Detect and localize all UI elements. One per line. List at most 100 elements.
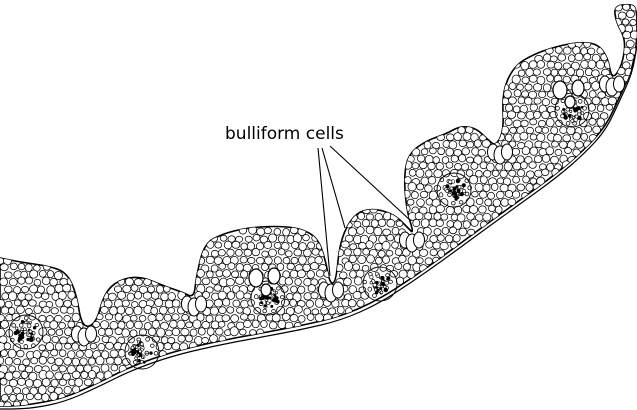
mesophyll-cell [412,148,420,156]
mesophyll-cell [508,97,516,104]
mesophyll-cell [371,220,378,228]
mesophyll-cell [88,358,95,365]
mesophyll-cell [206,256,214,263]
mesophyll-cell [530,178,537,184]
mesophyll-cell [573,149,581,156]
mesophyll-cell [520,162,527,169]
mesophyll-cell [144,278,152,285]
mesophyll-cell [219,307,226,314]
mesophyll-cell [244,249,252,256]
mesophyll-cell [235,249,242,256]
mesophyll-cell [42,393,50,401]
vascular-cell [268,299,272,303]
mesophyll-cell [354,248,361,256]
mesophyll-cell [291,257,298,264]
mesophyll-cell [21,371,28,378]
mesophyll-cell [512,191,519,198]
mesophyll-cell [626,53,634,60]
mesophyll-cell [573,133,581,140]
mesophyll-cell [0,329,5,337]
mesophyll-cell [202,278,210,285]
mesophyll-cell [156,313,163,320]
mesophyll-cell [466,141,473,147]
mesophyll-cell [543,84,550,92]
mesophyll-cell [551,156,559,164]
mesophyll-cell [618,12,626,19]
mesophyll-cell [110,350,118,358]
mesophyll-cell [459,201,463,204]
mesophyll-cell [117,306,125,314]
mesophyll-cell [592,82,600,91]
mesophyll-cell [298,286,305,293]
mesophyll-cell [294,306,302,314]
mesophyll-cell [278,235,285,242]
mesophyll-cell [606,104,613,110]
mesophyll-cell [336,249,344,257]
vascular-cell [446,189,449,192]
mesophyll-cell [523,176,530,183]
mesophyll-cell [315,299,323,308]
mesophyll-cell [555,47,562,54]
mesophyll-cell [256,257,264,264]
mesophyll-cell [307,314,314,321]
mesophyll-cell [60,337,68,344]
mesophyll-cell [51,379,58,387]
mesophyll-cell [211,277,219,284]
mesophyll-cell [425,258,432,265]
mesophyll-cell [375,257,382,264]
mesophyll-cell [584,54,591,60]
mesophyll-cell [539,91,546,98]
mesophyll-cell [8,349,16,358]
mesophyll-cell [118,350,125,358]
mesophyll-cell [21,286,28,292]
mesophyll-cell [426,198,433,205]
mesophyll-cell [168,293,176,301]
mesophyll-cell [90,343,97,349]
mesophyll-cell [349,255,356,263]
mesophyll-cell [604,61,611,69]
vascular-cell [21,333,24,336]
mesophyll-cell [17,378,25,385]
mesophyll-cell [449,227,456,234]
vascular-cell [572,116,574,118]
mesophyll-cell [428,162,435,169]
mesophyll-cell [177,320,185,329]
mesophyll-cell [438,148,445,155]
mesophyll-cell [297,270,305,278]
mesophyll-cell [409,169,416,176]
vascular-cell [457,189,460,192]
mesophyll-cell [182,314,189,320]
mesophyll-cell [430,249,437,256]
mesophyll-cell [98,343,105,350]
mesophyll-cell [63,284,71,292]
mesophyll-cell [578,99,582,103]
mesophyll-cell [172,300,180,308]
mesophyll-cell [392,242,399,249]
mesophyll-cell [115,313,122,321]
mesophyll-cell [588,60,596,69]
xylem-vessel [261,284,271,296]
mesophyll-cell [12,323,16,327]
mesophyll-cell [308,284,316,291]
mesophyll-cell [575,141,583,148]
mesophyll-cell [236,308,243,314]
mesophyll-cell [556,106,560,110]
mesophyll-cell [134,321,142,329]
mesophyll-cell [344,262,352,271]
mesophyll-cell [382,241,390,250]
mesophyll-cell [39,356,47,364]
mesophyll-cell [35,292,42,298]
mesophyll-cell [283,257,290,263]
mesophyll-cell [513,162,521,170]
mesophyll-cell [311,292,318,299]
mesophyll-cell [216,328,224,335]
mesophyll-cell [4,343,11,350]
vascular-cell [28,334,31,337]
mesophyll-cell [210,307,218,315]
mesophyll-cell [269,322,277,329]
mesophyll-cell [240,314,247,321]
mesophyll-cell [151,292,159,300]
mesophyll-cell [504,162,512,171]
mesophyll-cell [114,357,122,365]
vascular-cell [370,275,373,278]
